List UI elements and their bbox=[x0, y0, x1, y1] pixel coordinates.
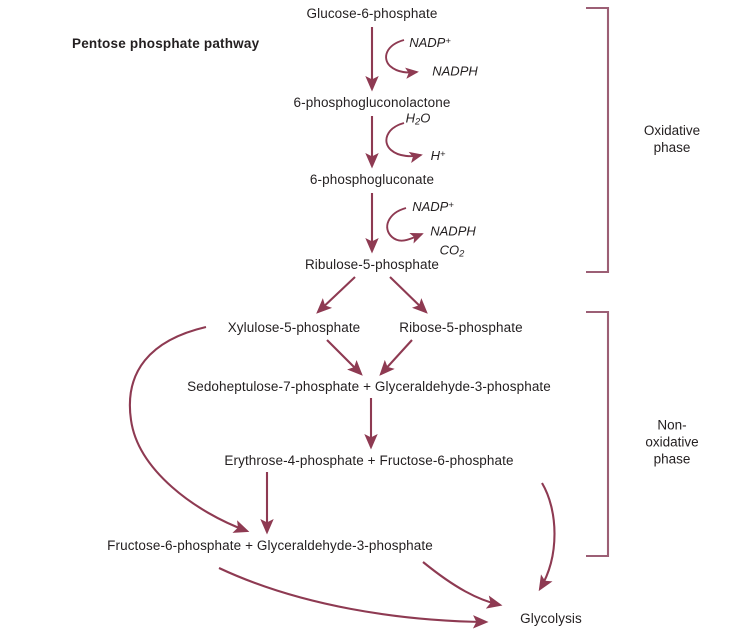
node-glycolysis: Glycolysis bbox=[520, 611, 582, 626]
node-xylulose-5-phosphate: Xylulose-5-phosphate bbox=[227, 320, 361, 335]
oxidative-bracket bbox=[586, 6, 610, 274]
arrow-ru5p-to-r5p bbox=[389, 276, 428, 314]
node-ribose-5-phosphate: Ribose-5-phosphate bbox=[399, 320, 523, 335]
arrow-ru5p-to-xu5p bbox=[316, 276, 356, 314]
cofactor-nadp-plus-2-text: NADP bbox=[412, 199, 449, 215]
arrow-r5p-to-s7p bbox=[379, 339, 413, 376]
cofactor-water-subscript: 2 bbox=[415, 116, 421, 127]
arrow-xu5p-to-f6p-curve bbox=[128, 325, 250, 533]
cofactor-carbon-dioxide-subscript: 2 bbox=[459, 248, 465, 259]
cofactor-proton-h: H bbox=[430, 148, 440, 164]
arrow-cofactor-nadp-to-nadph-2 bbox=[386, 207, 424, 244]
cofactor-water: H2O bbox=[406, 110, 431, 129]
non-oxidative-bracket bbox=[586, 310, 610, 558]
arrow-e4p-to-glycolysis-curve bbox=[538, 482, 556, 592]
node-6-phosphogluconolactone: 6-phosphogluconolactone bbox=[293, 95, 451, 110]
cofactor-proton: H+ bbox=[431, 147, 446, 163]
node-glucose-6-phosphate: Glucose-6-phosphate bbox=[306, 6, 438, 21]
cofactor-proton-superscript: + bbox=[439, 148, 446, 159]
cofactor-nadp-plus-1-text: NADP bbox=[409, 35, 446, 51]
node-erythrose-4-phosphate-fructose-6-phosphate: Erythrose-4-phosphate + Fructose-6-phosp… bbox=[224, 453, 514, 468]
cofactor-nadph-1: NADPH bbox=[432, 63, 478, 79]
arrow-cofactor-h2o-to-hplus bbox=[385, 122, 423, 164]
cofactor-nadp-plus-1-superscript: + bbox=[445, 35, 451, 46]
arrow-f6p-to-glycolysis-curve bbox=[422, 561, 503, 609]
arrow-cofactor-nadp-to-nadph-1 bbox=[385, 39, 419, 79]
cofactor-nadp-plus-2-superscript: + bbox=[448, 199, 454, 210]
cofactor-nadp-plus-2: NADP+ bbox=[412, 198, 454, 214]
node-sedoheptulose-7-phosphate-glyceraldehyde-3-phosphate: Sedoheptulose-7-phosphate + Glyceraldehy… bbox=[187, 379, 551, 394]
node-ribulose-5-phosphate: Ribulose-5-phosphate bbox=[304, 257, 440, 272]
cofactor-water-o: O bbox=[420, 110, 431, 126]
cofactor-carbon-dioxide: CO2 bbox=[440, 242, 465, 261]
page-title: Pentose phosphate pathway bbox=[72, 36, 260, 51]
arrow-f6p-to-glycolysis-long-curve bbox=[218, 567, 489, 629]
cofactor-carbon-dioxide-c: CO bbox=[439, 242, 460, 258]
node-fructose-6-phosphate-glyceraldehyde-3-phosphate: Fructose-6-phosphate + Glyceraldehyde-3-… bbox=[107, 538, 433, 553]
phase-label-non-oxidative: Non-oxidative phase bbox=[645, 417, 699, 467]
cofactor-nadp-plus-1: NADP+ bbox=[409, 34, 451, 50]
cofactor-nadph-2: NADPH bbox=[430, 223, 476, 239]
arrow-xu5p-to-s7p bbox=[326, 339, 363, 376]
phase-label-oxidative: Oxidative phase bbox=[643, 123, 701, 155]
cofactor-water-h: H bbox=[405, 110, 416, 126]
node-6-phosphogluconate: 6-phosphogluconate bbox=[309, 172, 435, 187]
